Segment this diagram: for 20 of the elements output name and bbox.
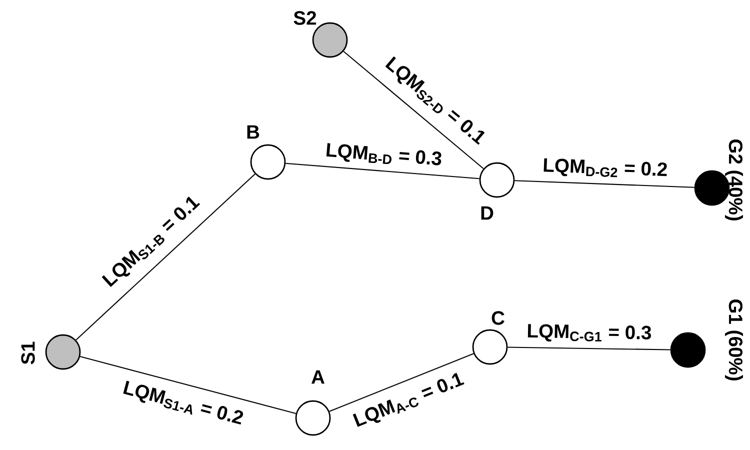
edge-label: LQM$_{B-D}$ = 0.3 <box>322 140 444 172</box>
connector-line <box>514 180 694 188</box>
connector-line <box>76 174 256 340</box>
node-label: G1 (60%) <box>725 299 743 380</box>
node-label: A <box>312 370 324 384</box>
node-label: G2 (40%) <box>725 139 743 220</box>
node-label: D <box>481 206 494 220</box>
node-label: S2 <box>294 11 316 25</box>
node-label: C <box>492 311 504 325</box>
edge-label: LQM$_{A-C}$ = 0.1 <box>349 369 469 434</box>
connector-line <box>286 162 480 180</box>
edge-label: LQM$_{C-G1}$ = 0.3 <box>524 322 654 345</box>
node-label: B <box>247 125 260 139</box>
connector-line <box>508 346 670 350</box>
edge-label: LQM$_{D-G2}$ = 0.2 <box>540 156 670 182</box>
node-label: S1 <box>21 342 35 364</box>
edge-label: LQM$_{S1-A}$ = 0.2 <box>118 378 247 431</box>
connector-line <box>343 50 484 170</box>
connector-line <box>329 353 474 412</box>
connector-line <box>80 356 296 414</box>
